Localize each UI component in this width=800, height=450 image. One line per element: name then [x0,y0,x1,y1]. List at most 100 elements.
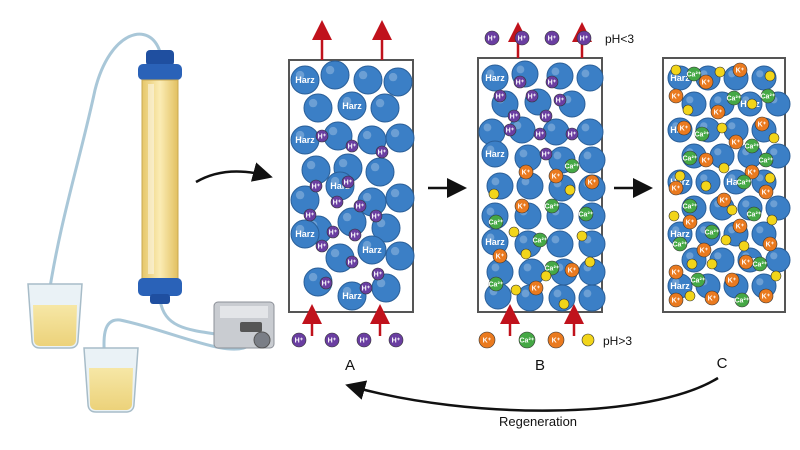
resin-bead [353,65,383,95]
h-ion-label: H⁺ [568,132,577,139]
k-ion: K⁺ [754,116,770,132]
resin-label: Harz [670,229,690,239]
resin-bead: Harz [357,235,387,265]
k-ion: K⁺ [518,164,534,180]
h-ion-label: H⁺ [333,200,342,207]
h-ion-label: H⁺ [344,180,353,187]
ca-ion: Ca²⁺ [747,206,762,222]
k-ion: K⁺ [492,248,508,264]
k-ion-label: K⁺ [736,68,745,75]
ca-ion: Ca²⁺ [737,174,752,190]
h-ion-label: H⁺ [378,150,387,157]
k-ion-label: K⁺ [680,126,689,133]
k-ion-label: K⁺ [742,260,751,267]
beaker-source [27,283,83,349]
k-ion-label: K⁺ [672,298,681,305]
resin-bead [723,117,749,143]
h-ion-inflow: H⁺ [291,332,307,348]
k-ion: K⁺ [668,264,684,280]
flow-arrows-and-ions: H⁺ H⁺ H⁺ H⁺ H⁺ H⁺ H⁺ H⁺ K⁺ Ca²⁺ K⁺ [291,20,595,349]
h-ion-label: H⁺ [348,144,357,151]
neutral-ion [718,162,730,174]
h-ion: H⁺ [326,225,340,239]
k-ion: K⁺ [732,218,748,234]
resin-bead: Harz [290,65,320,95]
neutral-ion [488,188,500,200]
h-ion: H⁺ [353,199,367,213]
resin-bead: Harz [337,281,367,311]
tube-top [46,32,162,301]
k-ion: K⁺ [716,192,732,208]
h-ion: H⁺ [369,209,383,223]
h-ion-label: H⁺ [356,204,365,211]
resin-bead [371,273,401,303]
h-ion-outflow-label: H⁺ [580,36,589,43]
resin-label: Harz [342,101,362,111]
h-ion-label: H⁺ [351,233,360,240]
neutral-ion [716,122,728,134]
ca-ion: Ca²⁺ [489,276,504,292]
h-ion-label: H⁺ [510,114,519,121]
ca-ion-inflow: Ca²⁺ [518,331,536,349]
resin-bead [365,157,395,187]
h-ion-label: H⁺ [329,230,338,237]
panel-b-label: B [535,357,545,374]
h-ion: H⁺ [375,145,389,159]
neutral-ion [766,214,778,226]
neutral-ion [576,230,588,242]
beaker-collect [83,347,139,413]
k-ion: K⁺ [744,164,760,180]
neutral-ion [558,298,570,310]
k-ion-label: K⁺ [702,80,711,87]
resin-bead [385,123,415,153]
h-ion-label: H⁺ [506,128,515,135]
chromatography-column [138,50,182,304]
ca-ion: Ca²⁺ [545,198,560,214]
ca-ion-label: Ca²⁺ [727,96,742,103]
resin-bead [576,64,604,92]
k-ion-label: K⁺ [568,268,577,275]
k-ion-label: K⁺ [708,296,717,303]
regeneration-arrow [345,376,719,412]
ca-ion-label: Ca²⁺ [533,238,548,245]
neutral-ion [738,240,750,252]
h-ion: H⁺ [493,89,507,103]
h-ion: H⁺ [539,147,553,161]
resin-label: Harz [330,181,350,191]
ca-ion-label: Ca²⁺ [753,262,768,269]
resin-bead [337,207,367,237]
h-ion: H⁺ [545,75,559,89]
h-ion-inflow-label: H⁺ [295,338,304,345]
k-ion: K⁺ [584,174,600,190]
resin-label: Harz [295,135,315,145]
neutral-ion [508,226,520,238]
k-ion-inflow-label: K⁺ [552,338,561,345]
ca-ion-label: Ca²⁺ [673,242,688,249]
h-ion: H⁺ [533,127,547,141]
h-ion: H⁺ [371,267,385,281]
ca-ion-label: Ca²⁺ [761,94,776,101]
ca-ion-label: Ca²⁺ [695,132,710,139]
k-ion-label: K⁺ [552,174,561,181]
ca-ion-label: Ca²⁺ [565,164,580,171]
k-ion: K⁺ [724,272,740,288]
ca-ion: Ca²⁺ [683,150,698,166]
h-ion-label: H⁺ [542,114,551,121]
h-ion: H⁺ [341,175,355,189]
neutral-ion [668,210,680,222]
resin-bead: Harz [481,140,509,168]
h-ion-label: H⁺ [548,80,557,87]
ca-ion-label: Ca²⁺ [737,180,752,187]
h-ion: H⁺ [319,276,333,290]
k-ion-label: K⁺ [732,140,741,147]
k-ion: K⁺ [514,198,530,214]
neutral-ion [706,258,718,270]
k-ion: K⁺ [704,290,720,306]
ca-ion-inflow-label: Ca²⁺ [520,338,535,345]
h-ion-label: H⁺ [374,272,383,279]
h-ion-label: H⁺ [348,260,357,267]
k-ion: K⁺ [696,242,712,258]
resin-bead [385,241,415,271]
ca-ion: Ca²⁺ [683,198,698,214]
